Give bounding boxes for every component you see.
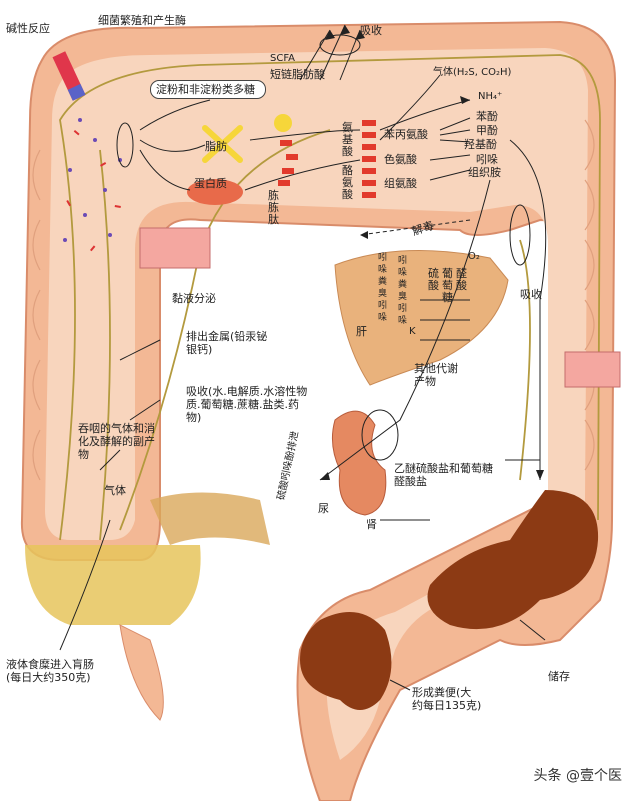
stool-formation-label: 形成粪便(大约每日135克) (412, 686, 482, 712)
liver-label: 肝 (356, 325, 367, 338)
k-label: K (409, 326, 416, 337)
amino-acid-blocks (278, 120, 376, 198)
o2-label: O₂ (468, 251, 480, 262)
mucus-secretion-label: 黏液分泌 (172, 292, 216, 305)
glucose-label: 葡萄糖 (442, 267, 453, 304)
sulfuric-label: 硫酸 (428, 267, 439, 292)
bacteria-enzymes-label: 细菌繁殖和产生酶 (98, 14, 186, 27)
scfa-label: SCFA (270, 53, 296, 64)
feces-colon (427, 490, 599, 630)
gas-label: 气体 (104, 484, 126, 497)
feces-rectum (300, 612, 392, 710)
absorb-top-label: 吸收 (360, 24, 382, 37)
kidney-shape (331, 410, 387, 516)
protein-blob (187, 179, 243, 205)
storage-label: 储存 (548, 670, 570, 683)
excrete-metals-label: 排出金属(铅汞铋银钙) (186, 330, 268, 356)
kidney-label: 肾 (366, 518, 377, 531)
histamine-label: 组织胺 (468, 166, 501, 179)
liquid-chyme-label: 液体食糜进入肓肠(每日大约350克) (6, 658, 94, 684)
aldehyde-label: 醛酸 (456, 267, 467, 292)
swallowed-gas-label: 吞咽的气体和消化及酵解的副产物 (78, 422, 155, 461)
fat-molecule (202, 125, 243, 163)
ph-strip-blue (67, 83, 86, 101)
histidine-label: 组氨酸 (384, 177, 417, 190)
flow-arrows (59, 24, 547, 691)
sulfate-glucuronide-label: 乙醚硫酸盐和葡萄糖醛酸盐 (394, 462, 493, 488)
ileum (150, 492, 270, 545)
cresol-label: 甲酚 (476, 124, 498, 137)
ammonia-label: NH₄⁺ (478, 91, 503, 102)
chyme-pool (25, 545, 201, 625)
watermark: 头条 @壹个医 (533, 768, 622, 784)
amino-acids-label: 氨基酸 (342, 121, 353, 158)
mucosa-inset-right (564, 351, 621, 388)
sun-molecule (274, 114, 292, 132)
protein-label: 蛋白质 (194, 177, 227, 190)
appendix (119, 624, 164, 721)
absorption-detail-label: 吸收(水.电解质.水溶性物质.葡萄糖.蔗糖.盐类.药物) (186, 385, 308, 424)
indole-skatole-label-2: 吲哚粪臭吲哚 (398, 256, 408, 326)
bacteria (63, 118, 122, 242)
bacteria-red (66, 130, 121, 252)
starch-polysaccharides-box: 淀粉和非淀粉类多糖 (150, 80, 266, 99)
haustra (32, 119, 595, 481)
indole-skatole-label: 吲哚粪臭吲哚 (378, 253, 388, 323)
tyrosine-label: 酪氨酸 (342, 164, 353, 201)
phenylalanine-label: 苯丙氨酸 (384, 128, 428, 141)
absorb-right-label: 吸收 (520, 288, 542, 301)
hydroxyphenol-label: 羟基酚 (464, 138, 497, 151)
liver-shape (334, 250, 509, 386)
other-metabolites-label: 其他代谢产物 (414, 362, 458, 388)
tryptophan-label: 色氨酸 (384, 153, 417, 166)
fat-label: 脂肪 (205, 140, 227, 153)
urine-label: 尿 (318, 502, 329, 515)
absorption-loops (116, 34, 531, 461)
indole-label: 吲哚 (476, 153, 498, 166)
alkaline-reaction-label: 碱性反应 (6, 22, 50, 35)
mucosa-inset (139, 227, 211, 269)
gases-label: 气体(H₂S, CO₂H) (433, 67, 512, 78)
short-chain-fatty-acids-label: 短链脂肪酸 (270, 68, 325, 81)
peptone-peptide-label: 胨胨肽 (268, 189, 279, 226)
phenol-label: 苯酚 (476, 110, 498, 123)
